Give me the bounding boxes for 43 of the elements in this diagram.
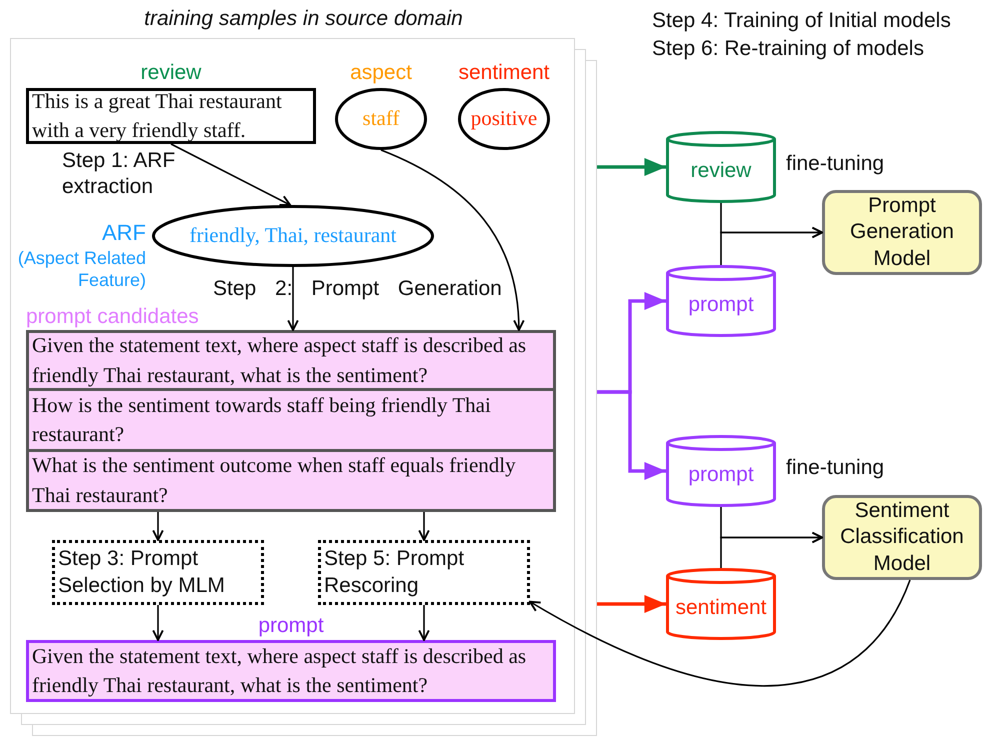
cylinder-label: sentiment	[675, 594, 767, 621]
column-heading: aspect	[350, 60, 412, 86]
arrow	[720, 532, 823, 568]
column-heading: sentiment	[458, 60, 550, 86]
step-note: Step 2: Prompt Generation	[213, 276, 502, 302]
sample-text: Given the statement text, where aspect staff is described as friendly Thai restaurant, what is the sentiment?	[32, 642, 528, 699]
step-text: Step 3: Prompt Selection by MLM	[58, 546, 226, 598]
step-text: Step 5: Prompt Rescoring	[324, 546, 466, 598]
arrow	[597, 390, 666, 480]
arrow	[529, 580, 911, 686]
oval-text: friendly, Thai, restaurant	[189, 222, 396, 250]
arrow	[152, 605, 164, 641]
cylinder-label: prompt	[688, 462, 754, 488]
column-heading: prompt candidates	[26, 304, 199, 330]
arrow	[380, 149, 524, 331]
arrow	[418, 605, 430, 641]
side-note: fine-tuning	[786, 151, 884, 177]
arrow	[720, 226, 823, 265]
arrow	[287, 267, 299, 331]
model-label: Prompt Generation Model	[849, 193, 955, 272]
sample-text: How is the sentiment towards staff being friendly Thai restaurant?	[32, 392, 492, 448]
sample-text: This is a great Thai restaurant with a very friendly staff.	[32, 88, 283, 144]
side-note: fine-tuning	[786, 455, 884, 481]
sample-text: What is the sentiment outcome when staff equals friendly Thai restaurant?	[32, 452, 517, 508]
side-note: (Aspect Related Feature)	[16, 246, 146, 292]
arrow	[152, 512, 164, 541]
side-note: ARF	[102, 219, 146, 246]
sample-text: Given the statement text, where aspect staff is described as friendly Thai restaurant, what is the sentiment?	[32, 332, 528, 388]
arrow	[170, 143, 292, 206]
step-note: Step 6: Re-training of models	[652, 36, 924, 62]
panel-title: training samples in source domain	[144, 6, 463, 32]
cylinder-label: prompt	[688, 292, 754, 318]
step-note: Step 4: Training of Initial models	[652, 8, 951, 34]
model-label: Sentiment Classification Model	[839, 498, 965, 577]
edge-label: Step 1: ARF extraction	[62, 148, 176, 200]
column-heading: review	[140, 60, 202, 86]
column-heading: prompt	[258, 613, 324, 639]
arrow	[597, 158, 666, 176]
arrow	[597, 595, 666, 613]
oval-text: staff	[362, 105, 400, 132]
arrow	[418, 512, 430, 541]
cylinder-label: review	[690, 158, 752, 184]
oval-text: positive	[470, 105, 538, 132]
